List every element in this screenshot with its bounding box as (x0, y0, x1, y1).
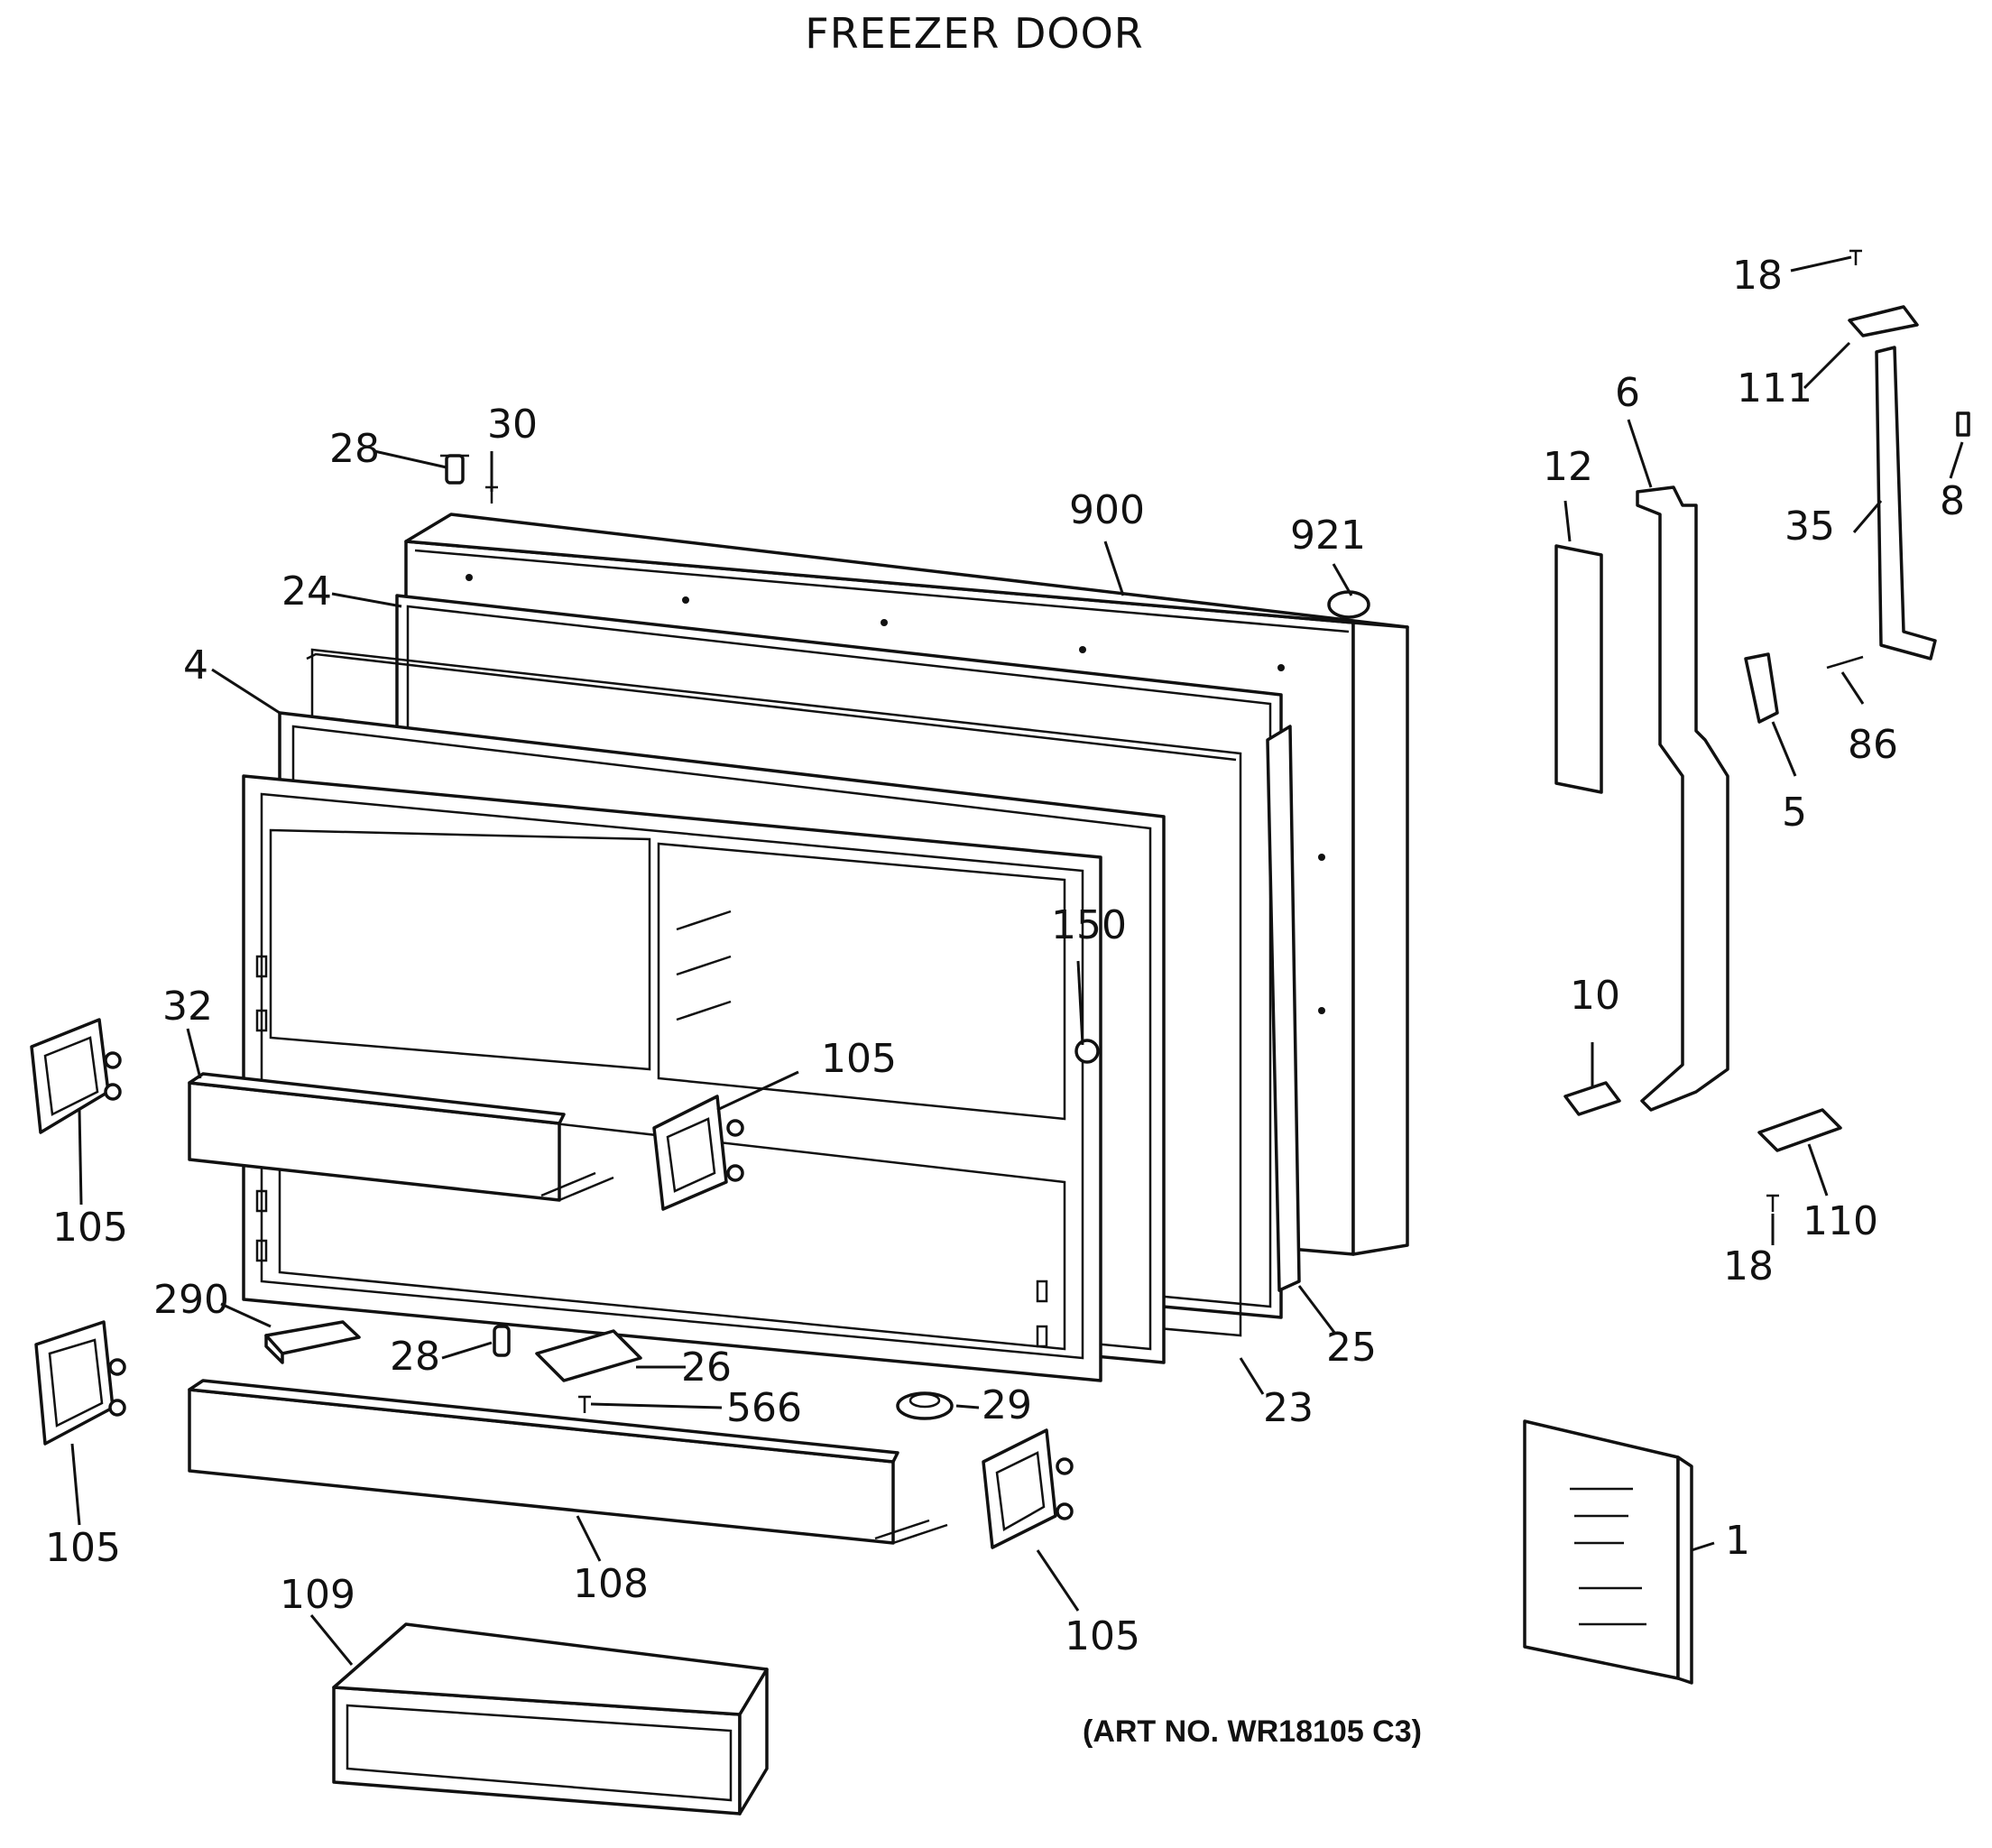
owner-manual (1523, 1419, 1693, 1685)
diagram-title: FREEZER DOOR (805, 9, 1144, 58)
callout-105-lower-left: 105 (45, 1525, 121, 1571)
callout-12: 12 (1543, 444, 1593, 490)
callout-111: 111 (1737, 365, 1812, 411)
callout-290: 290 (153, 1277, 229, 1323)
callout-108: 108 (573, 1561, 649, 1607)
leader-lines (70, 255, 1964, 1666)
callout-25: 25 (1326, 1325, 1377, 1371)
callout-30: 30 (487, 402, 538, 448)
callout-105-bottom: 105 (1065, 1613, 1140, 1659)
callout-labels: 900 921 28 30 24 4 32 105 150 290 28 26 … (45, 253, 1965, 1659)
callout-18-top: 18 (1732, 253, 1783, 299)
callout-5: 5 (1782, 790, 1807, 836)
callout-10: 10 (1570, 973, 1620, 1019)
callout-26: 26 (681, 1344, 732, 1391)
callout-109: 109 (280, 1572, 355, 1618)
shelf-bracket-lower-right (982, 1428, 1074, 1549)
art-number: (ART NO. WR18105 C3) (1083, 1714, 1422, 1749)
callout-921: 921 (1290, 513, 1366, 559)
callout-35: 35 (1784, 504, 1835, 550)
callout-105-upper-left: 105 (52, 1205, 128, 1251)
callout-86: 86 (1848, 722, 1898, 768)
callout-24: 24 (281, 568, 332, 614)
callout-566: 566 (726, 1385, 802, 1431)
callout-32: 32 (162, 984, 213, 1030)
shelf-upper (188, 1072, 614, 1202)
callout-150: 150 (1051, 902, 1127, 948)
callout-8: 8 (1940, 478, 1965, 524)
shelf-bracket-lower-left (34, 1320, 126, 1446)
door-bin (332, 1622, 769, 1816)
door-liner (242, 711, 1166, 1382)
callout-1: 1 (1725, 1518, 1750, 1564)
small-parts (264, 249, 1970, 1420)
callout-28-bottom: 28 (390, 1334, 440, 1380)
callout-4: 4 (183, 642, 208, 688)
hinge-assembly (1554, 346, 1937, 1152)
callout-6: 6 (1615, 370, 1640, 416)
callout-29: 29 (982, 1382, 1032, 1428)
callout-18-bottom: 18 (1723, 1243, 1774, 1289)
shelf-bracket-upper-left (30, 1018, 122, 1134)
vertical-seal (1266, 725, 1301, 1292)
shelf-bracket-middle (652, 1095, 744, 1211)
callout-900: 900 (1069, 487, 1145, 533)
callout-28-top: 28 (329, 426, 380, 472)
callout-110: 110 (1803, 1198, 1878, 1244)
shelf-lower (188, 1379, 948, 1545)
callout-23: 23 (1263, 1385, 1314, 1431)
callout-105-middle: 105 (821, 1036, 897, 1082)
